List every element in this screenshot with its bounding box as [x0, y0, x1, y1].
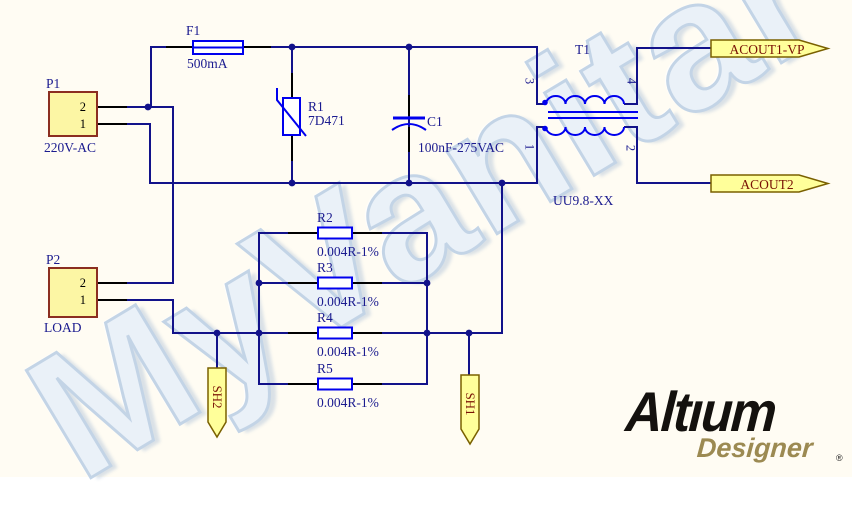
r5-designator-label[interactable]: R5 [317, 361, 333, 376]
port-acout2-shape[interactable] [710, 174, 831, 193]
r5-value-label[interactable]: 0.004R-1% [317, 395, 379, 410]
r4-value-label[interactable]: 0.004R-1% [317, 344, 379, 359]
p2-value-label[interactable]: LOAD [44, 320, 82, 335]
r2-designator-label[interactable]: R2 [317, 210, 333, 225]
p1-pin-1: 1 [79, 117, 86, 131]
junction-dots [144, 43, 506, 337]
p1-pin-2: 2 [79, 100, 86, 114]
r4-designator-label[interactable]: R4 [317, 310, 333, 325]
varistor-symbol[interactable] [276, 88, 307, 137]
t1-pin3-number: 3 [522, 77, 537, 85]
fuse-symbol[interactable] [192, 40, 244, 55]
polarity-dot-top [542, 99, 548, 106]
capacitor-symbol[interactable] [391, 116, 427, 131]
r1-designator-label[interactable]: R1 [308, 99, 324, 114]
port-sh1-shape[interactable] [460, 374, 480, 446]
f1-value-label[interactable]: 500mA [187, 56, 228, 71]
r3-value-label[interactable]: 0.004R-1% [317, 294, 379, 309]
r2-value-label[interactable]: 0.004R-1% [317, 244, 379, 259]
registered-trademark-icon: ® [836, 453, 843, 463]
connector-p2[interactable] [48, 267, 98, 318]
p1-value-label[interactable]: 220V-AC [44, 140, 97, 155]
port-acout1-label[interactable]: ACOUT1-VP [729, 42, 805, 57]
polarity-dot-bottom [542, 125, 548, 132]
c1-designator-label[interactable]: C1 [427, 114, 443, 129]
schematic-graphics [98, 39, 831, 446]
port-sh2-shape[interactable] [207, 367, 227, 439]
p2-pin-1: 1 [79, 293, 86, 307]
port-sh1-label[interactable]: SH1 [463, 392, 478, 416]
altium-designer-logo-text: Designer [695, 433, 814, 463]
p2-designator-label[interactable]: P2 [46, 252, 61, 267]
port-sh2-label[interactable]: SH2 [210, 385, 225, 409]
p1-designator-label[interactable]: P1 [46, 76, 61, 91]
t1-pin2-number: 2 [623, 144, 638, 152]
t1-designator-label[interactable]: T1 [575, 42, 590, 57]
f1-designator-label[interactable]: F1 [186, 23, 201, 38]
t1-value-label[interactable]: UU9.8-XX [553, 193, 614, 208]
port-acout1-shape[interactable] [710, 39, 831, 58]
port-acout2-label[interactable]: ACOUT2 [740, 177, 794, 192]
connector-p1[interactable] [48, 91, 98, 137]
r1-value-label[interactable]: 7D471 [308, 113, 345, 128]
shunt-resistor-symbols[interactable] [317, 226, 353, 391]
c1-value-label[interactable]: 100nF-275VAC [418, 140, 505, 155]
transformer-symbol[interactable] [542, 95, 638, 136]
ports-group [207, 39, 831, 446]
t1-pin4-number: 4 [624, 77, 639, 85]
p2-pin-2: 2 [79, 276, 86, 290]
r3-designator-label[interactable]: R3 [317, 260, 333, 275]
t1-pin1-number: 1 [522, 143, 537, 151]
pin-wires-group [98, 46, 410, 385]
